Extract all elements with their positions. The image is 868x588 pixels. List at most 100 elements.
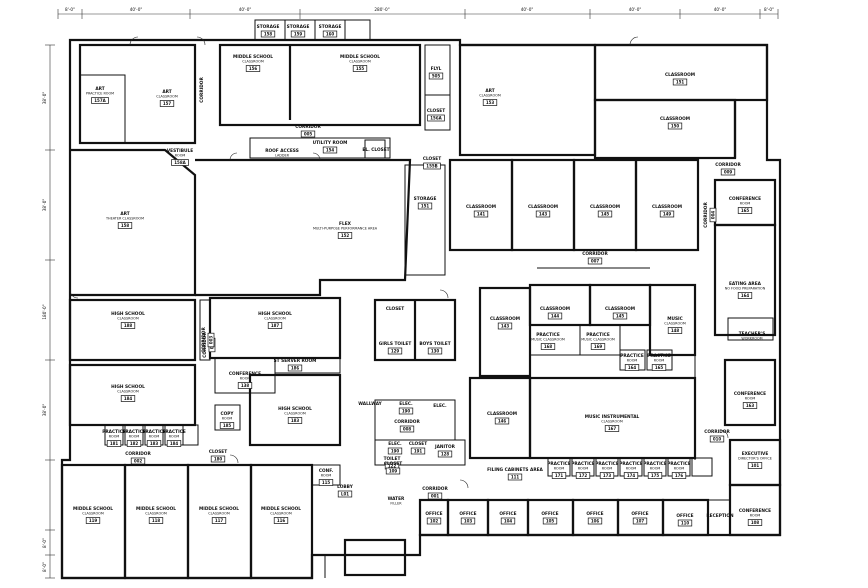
- room-subtitle: ROOM: [745, 397, 756, 401]
- room-number-tag: [211, 517, 227, 524]
- room-number-tag: [287, 364, 303, 372]
- room-number-tag: [290, 30, 306, 38]
- room-name: PRACTICE: [142, 429, 166, 435]
- room-subtitle: ROOM: [109, 435, 120, 439]
- room-name: PRACTICE: [667, 461, 691, 467]
- room-number-tag: [540, 343, 556, 350]
- room-name: PRACTICE: [595, 461, 619, 467]
- room-subtitle: ROOM: [240, 377, 251, 381]
- room-subtitle: MULTI-PURPOSE PERFORMANCE AREA: [313, 227, 378, 231]
- room-number-tag: [245, 65, 261, 72]
- room-name: STORAGE: [287, 24, 310, 30]
- room-number: 182: [130, 441, 139, 446]
- room-number: 186: [291, 366, 300, 371]
- room-name: PRACTICE: [162, 429, 186, 435]
- dim-top-4: 40'-0": [521, 7, 534, 12]
- room-number-tag: [166, 440, 182, 447]
- room-name: CORRIDOR: [703, 202, 709, 228]
- room-subtitle: ROOM: [554, 467, 565, 471]
- room-name: OFFICE: [631, 511, 648, 517]
- room-number: 190: [391, 449, 400, 454]
- room-subtitle: DIRECTOR'S OFFICE: [738, 457, 772, 461]
- room-number: 174: [627, 473, 636, 478]
- room-label-r34: CLOSET: [386, 306, 404, 312]
- room-number: 150: [671, 124, 680, 129]
- room-number-tag: [460, 517, 476, 525]
- room-name: CORRIDOR: [715, 162, 741, 168]
- room-number-tag: [482, 99, 498, 106]
- room-name: PRACTICE: [536, 332, 560, 338]
- room-name: CLASSROOM: [590, 204, 620, 210]
- room-name: OFFICE: [586, 511, 603, 517]
- room-number: 153: [486, 100, 495, 105]
- room-number: 104: [504, 519, 513, 524]
- room-number: 002: [134, 459, 143, 464]
- room-number-tag: [507, 473, 523, 481]
- room-number: 143: [501, 324, 510, 329]
- room-subtitle: MUSIC CLASSROOM: [531, 338, 565, 342]
- room-number-tag: [210, 455, 226, 463]
- room-number: 122: [388, 464, 397, 469]
- dim-left-4: 8'-0": [42, 538, 47, 548]
- room-number-tag: [385, 467, 401, 475]
- room-number: 110: [681, 521, 690, 526]
- room-name: JANITOR: [434, 444, 456, 450]
- room-number-tag: [219, 422, 235, 429]
- room-subtitle: CLASSROOM: [601, 420, 623, 424]
- room-number-tag: [535, 210, 551, 218]
- room-name: CORRIDOR: [201, 327, 207, 353]
- room-number: 163: [746, 403, 755, 408]
- room-number-tag: [671, 472, 687, 479]
- room-name: OFFICE: [541, 511, 558, 517]
- room-number: 117: [215, 518, 224, 523]
- room-label-r63: ELEC.190: [387, 441, 403, 455]
- room-name: PRACTICE: [586, 332, 610, 338]
- room-number-tag: [647, 472, 663, 479]
- room-number: 151: [676, 80, 685, 85]
- room-number-tag: [318, 479, 334, 486]
- room-number-tag: [587, 257, 603, 265]
- room-name: WATER: [388, 496, 405, 502]
- room-subtitle: THEATER CLASSROOM: [105, 217, 144, 221]
- room-name: CLASSROOM: [487, 411, 517, 417]
- room-number: 169: [594, 344, 603, 349]
- room-number: 167: [608, 426, 617, 431]
- room-subtitle: FILLER: [390, 502, 402, 506]
- room-name: ELEC.: [433, 403, 447, 409]
- room-name: CONFERENCE: [729, 196, 761, 202]
- dim-top-7: 8'-0": [764, 7, 774, 12]
- room-number-tag: [126, 440, 142, 447]
- room-name: MUSIC: [667, 316, 683, 322]
- room-subtitle: ROOM: [602, 467, 613, 471]
- room-name: ROOF ACCESS: [265, 148, 299, 154]
- room-number: 007: [591, 259, 600, 264]
- room-number: 183: [291, 418, 300, 423]
- room-number: 129: [391, 349, 400, 354]
- room-number-tag: [427, 347, 443, 355]
- room-name: MIDDLE SCHOOL: [233, 54, 273, 60]
- room-name: CLOSET: [427, 108, 445, 114]
- room-number: L01: [341, 492, 349, 497]
- room-number: 164: [741, 293, 750, 298]
- room-number-tag: [171, 159, 189, 166]
